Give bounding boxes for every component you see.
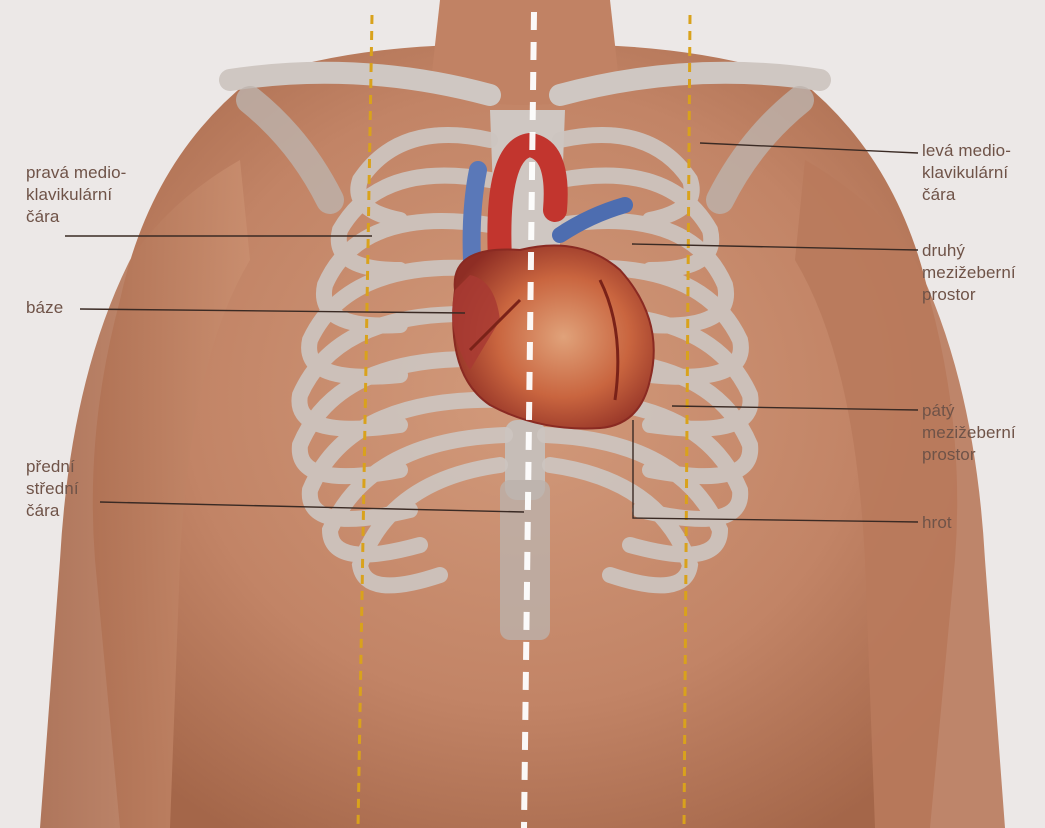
label-second-intercostal-space: druhý mezižeberní prostor	[922, 240, 1016, 306]
label-left-midclavicular-line: levá medio- klavikulární čára	[922, 140, 1011, 206]
label-anterior-midline: přední střední čára	[26, 456, 79, 522]
superior-vena-cava	[472, 170, 478, 260]
label-fifth-intercostal-space: pátý mezižeberní prostor	[922, 400, 1016, 466]
label-base: báze	[26, 297, 63, 319]
label-right-midclavicular-line: pravá medio- klavikulární čára	[26, 162, 126, 228]
label-apex: hrot	[922, 512, 952, 534]
